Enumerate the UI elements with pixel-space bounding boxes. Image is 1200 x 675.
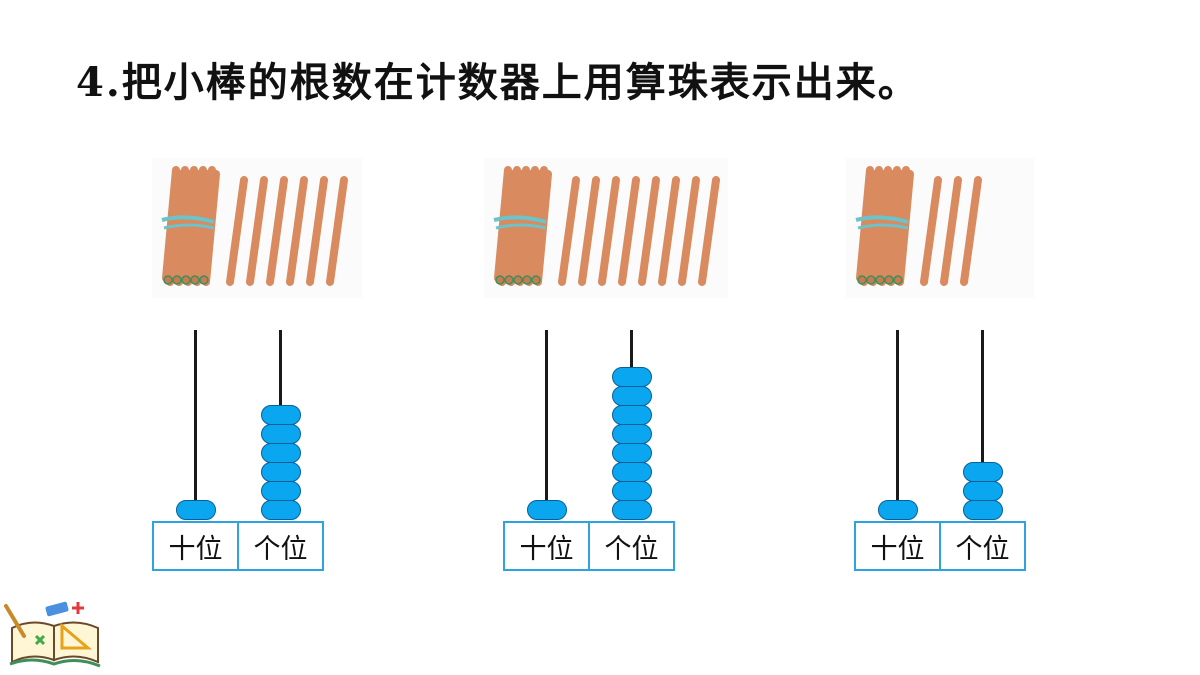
stick-picture-1 (152, 158, 362, 298)
stick-svg-3 (855, 166, 982, 286)
loose-stick (266, 176, 288, 286)
ones-bead (962, 462, 1003, 482)
stick-svg-2 (493, 166, 720, 286)
book-stationery-icon (4, 601, 101, 668)
ones-bead (611, 424, 652, 444)
loose-stick (326, 176, 348, 286)
tens-bead (175, 500, 216, 520)
ones-bead (611, 481, 652, 501)
ones-label: 个位 (237, 523, 322, 569)
ones-bead (260, 500, 301, 520)
tens-rod (545, 330, 548, 505)
ones-bead (260, 443, 301, 463)
loose-stick (658, 176, 680, 286)
ones-bead (611, 367, 652, 387)
abacus-1: 十位 个位 (152, 330, 324, 572)
loose-stick (558, 176, 580, 286)
abacus-2: 十位 个位 (503, 330, 675, 572)
ones-bead (611, 386, 652, 406)
stick-picture-2 (484, 158, 728, 298)
loose-stick (598, 176, 620, 286)
place-value-table: 十位 个位 (152, 521, 324, 571)
ones-rod (279, 330, 282, 505)
stick-bundle (493, 166, 552, 286)
ones-label: 个位 (939, 523, 1024, 569)
ones-bead (611, 500, 652, 520)
tens-label: 十位 (168, 533, 223, 565)
loose-stick (940, 176, 962, 286)
stick-bundle (855, 166, 914, 286)
loose-stick (698, 176, 720, 286)
place-value-table: 十位 个位 (503, 521, 675, 571)
loose-stick (960, 176, 982, 286)
ones-rod (981, 330, 984, 505)
ones-bead (260, 405, 301, 425)
tens-bead (877, 500, 918, 520)
tens-rod (194, 330, 197, 505)
abacus-3: 十位 个位 (854, 330, 1026, 572)
ones-label: 个位 (588, 523, 673, 569)
ones-bead (260, 424, 301, 444)
loose-stick (306, 176, 328, 286)
loose-stick (678, 176, 700, 286)
ones-rod (630, 330, 633, 505)
stick-picture-3 (846, 158, 1034, 298)
ones-bead (611, 443, 652, 463)
tens-rod (896, 330, 899, 505)
ones-bead (611, 462, 652, 482)
tens-label: 十位 (870, 533, 925, 565)
page-title: 4.把小棒的根数在计数器上用算珠表示出来。 (76, 59, 920, 106)
loose-stick (920, 176, 942, 286)
stick-svg-1 (161, 166, 348, 286)
tens-bead (526, 500, 567, 520)
tens-label: 十位 (519, 533, 574, 565)
loose-stick (638, 176, 660, 286)
loose-stick (578, 176, 600, 286)
ones-bead (962, 481, 1003, 501)
loose-stick (246, 176, 268, 286)
loose-stick (618, 176, 640, 286)
stick-bundle (161, 166, 220, 286)
loose-stick (286, 176, 308, 286)
loose-stick (226, 176, 248, 286)
place-value-table: 十位 个位 (854, 521, 1026, 571)
ones-bead (260, 462, 301, 482)
ones-bead (611, 405, 652, 425)
ones-bead (260, 481, 301, 501)
ones-bead (962, 500, 1003, 520)
